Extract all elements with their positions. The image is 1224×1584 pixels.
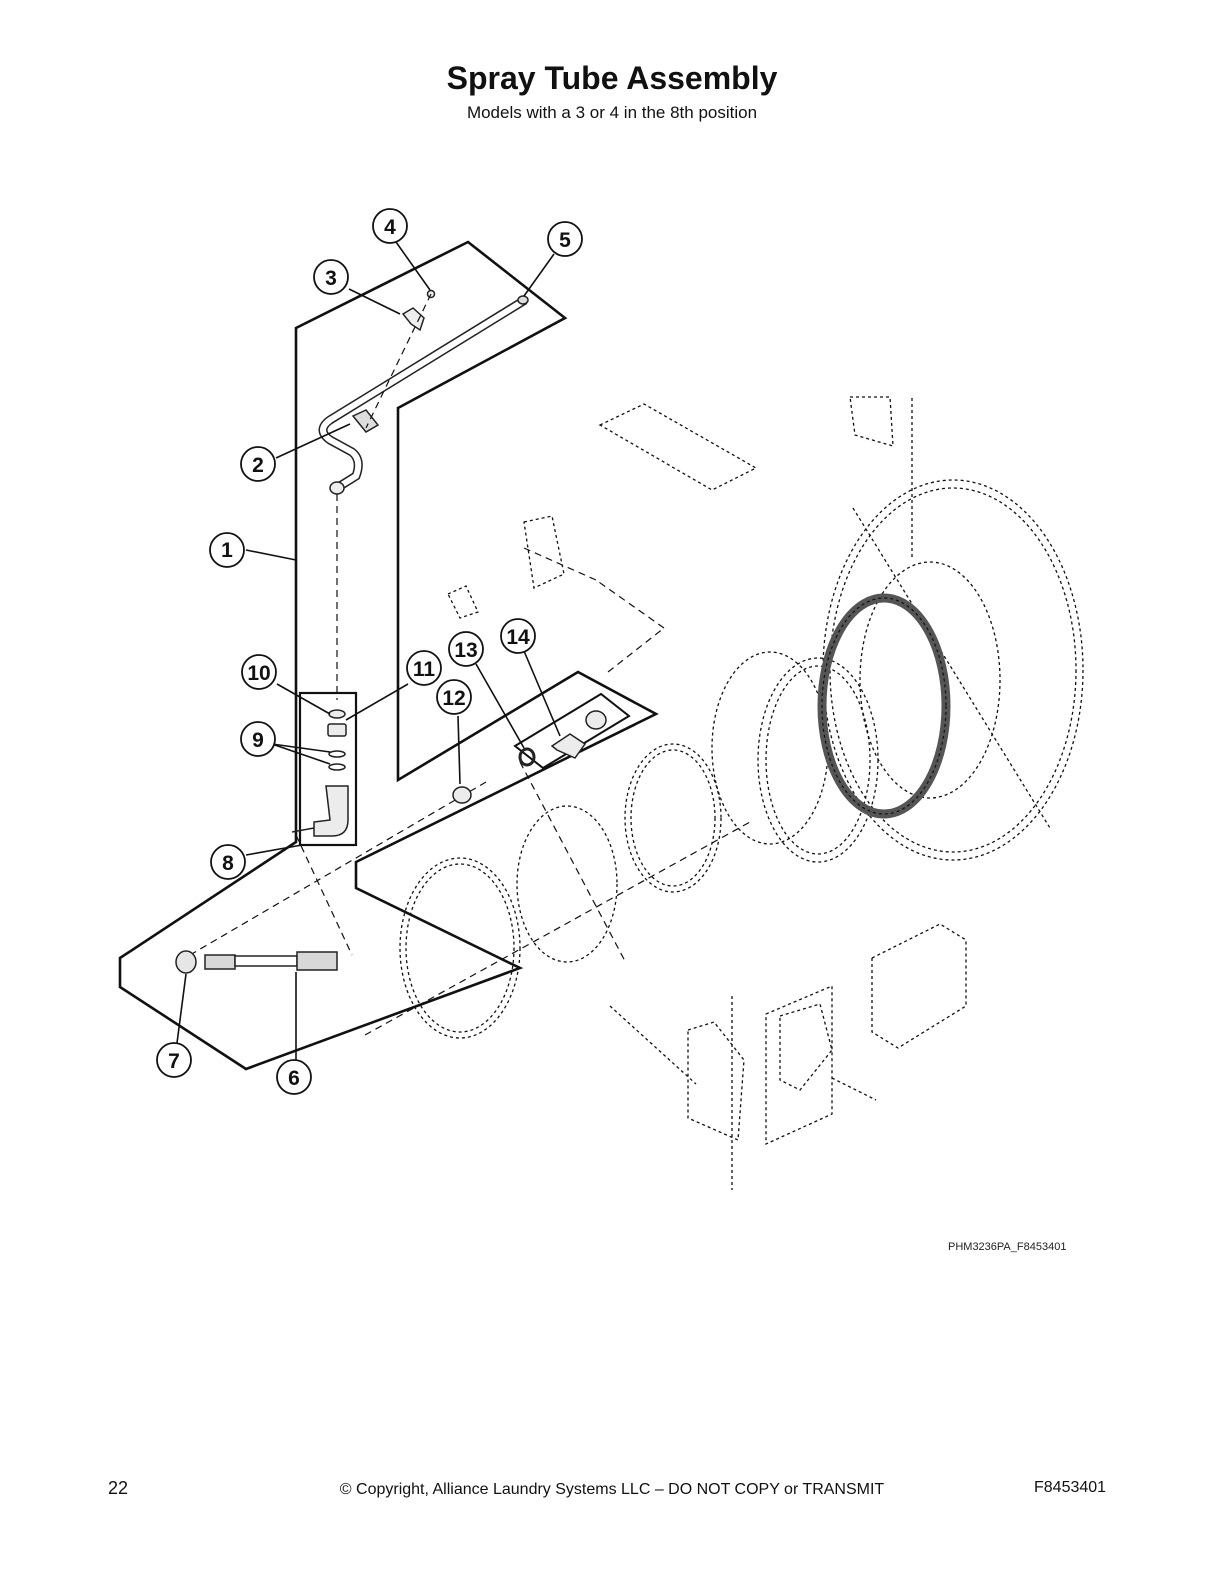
document-code: F8453401 [1034,1479,1107,1496]
callout-1: 1 [209,532,245,568]
figure-id: PHM3236PA_F8453401 [948,1241,1067,1253]
callout-14: 14 [500,618,536,654]
context-machine [399,396,1084,1190]
elbow-fitting-stack [291,709,349,837]
callout-2: 2 [240,446,276,482]
svg-text:2: 2 [252,454,264,477]
callout-10: 10 [241,654,277,690]
svg-text:9: 9 [252,729,264,752]
svg-text:5: 5 [559,229,571,252]
callout-markers: 1 2 3 4 5 6 7 8 9 10 11 12 13 14 [156,208,583,1095]
hose-assembly [175,950,338,974]
copyright-notice: © Copyright, Alliance Laundry Systems LL… [339,1481,885,1498]
callout-6: 6 [276,1059,312,1095]
svg-text:13: 13 [454,639,477,662]
leader-lines [176,241,561,1060]
page-subtitle: Models with a 3 or 4 in the 8th position [466,103,758,122]
svg-text:12: 12 [442,687,465,710]
fitting-group-box [298,691,358,847]
callout-12: 12 [436,679,472,715]
svg-text:7: 7 [168,1050,180,1073]
upper-group-outline [118,240,659,1071]
callout-4: 4 [372,208,408,244]
callout-11: 11 [406,650,442,686]
callout-7: 7 [156,1042,192,1078]
svg-text:11: 11 [413,658,436,681]
svg-text:4: 4 [384,216,396,239]
page-number: 22 [108,1478,129,1498]
callout-5: 5 [547,221,583,257]
svg-text:8: 8 [222,852,234,875]
svg-text:6: 6 [288,1067,300,1090]
svg-text:1: 1 [221,539,233,562]
svg-text:10: 10 [247,662,270,685]
callout-9: 9 [240,721,276,757]
callout-13: 13 [448,631,484,667]
svg-text:14: 14 [506,626,530,649]
spray-tube [318,295,529,495]
callout-8: 8 [210,844,246,880]
door-seal-ring [817,593,951,819]
callout-3: 3 [313,259,349,295]
page-title: Spray Tube Assembly [446,60,778,96]
svg-text:3: 3 [325,267,337,290]
valve-parts [452,710,607,804]
tube-bracket [351,409,380,433]
clamp-part [401,289,436,332]
